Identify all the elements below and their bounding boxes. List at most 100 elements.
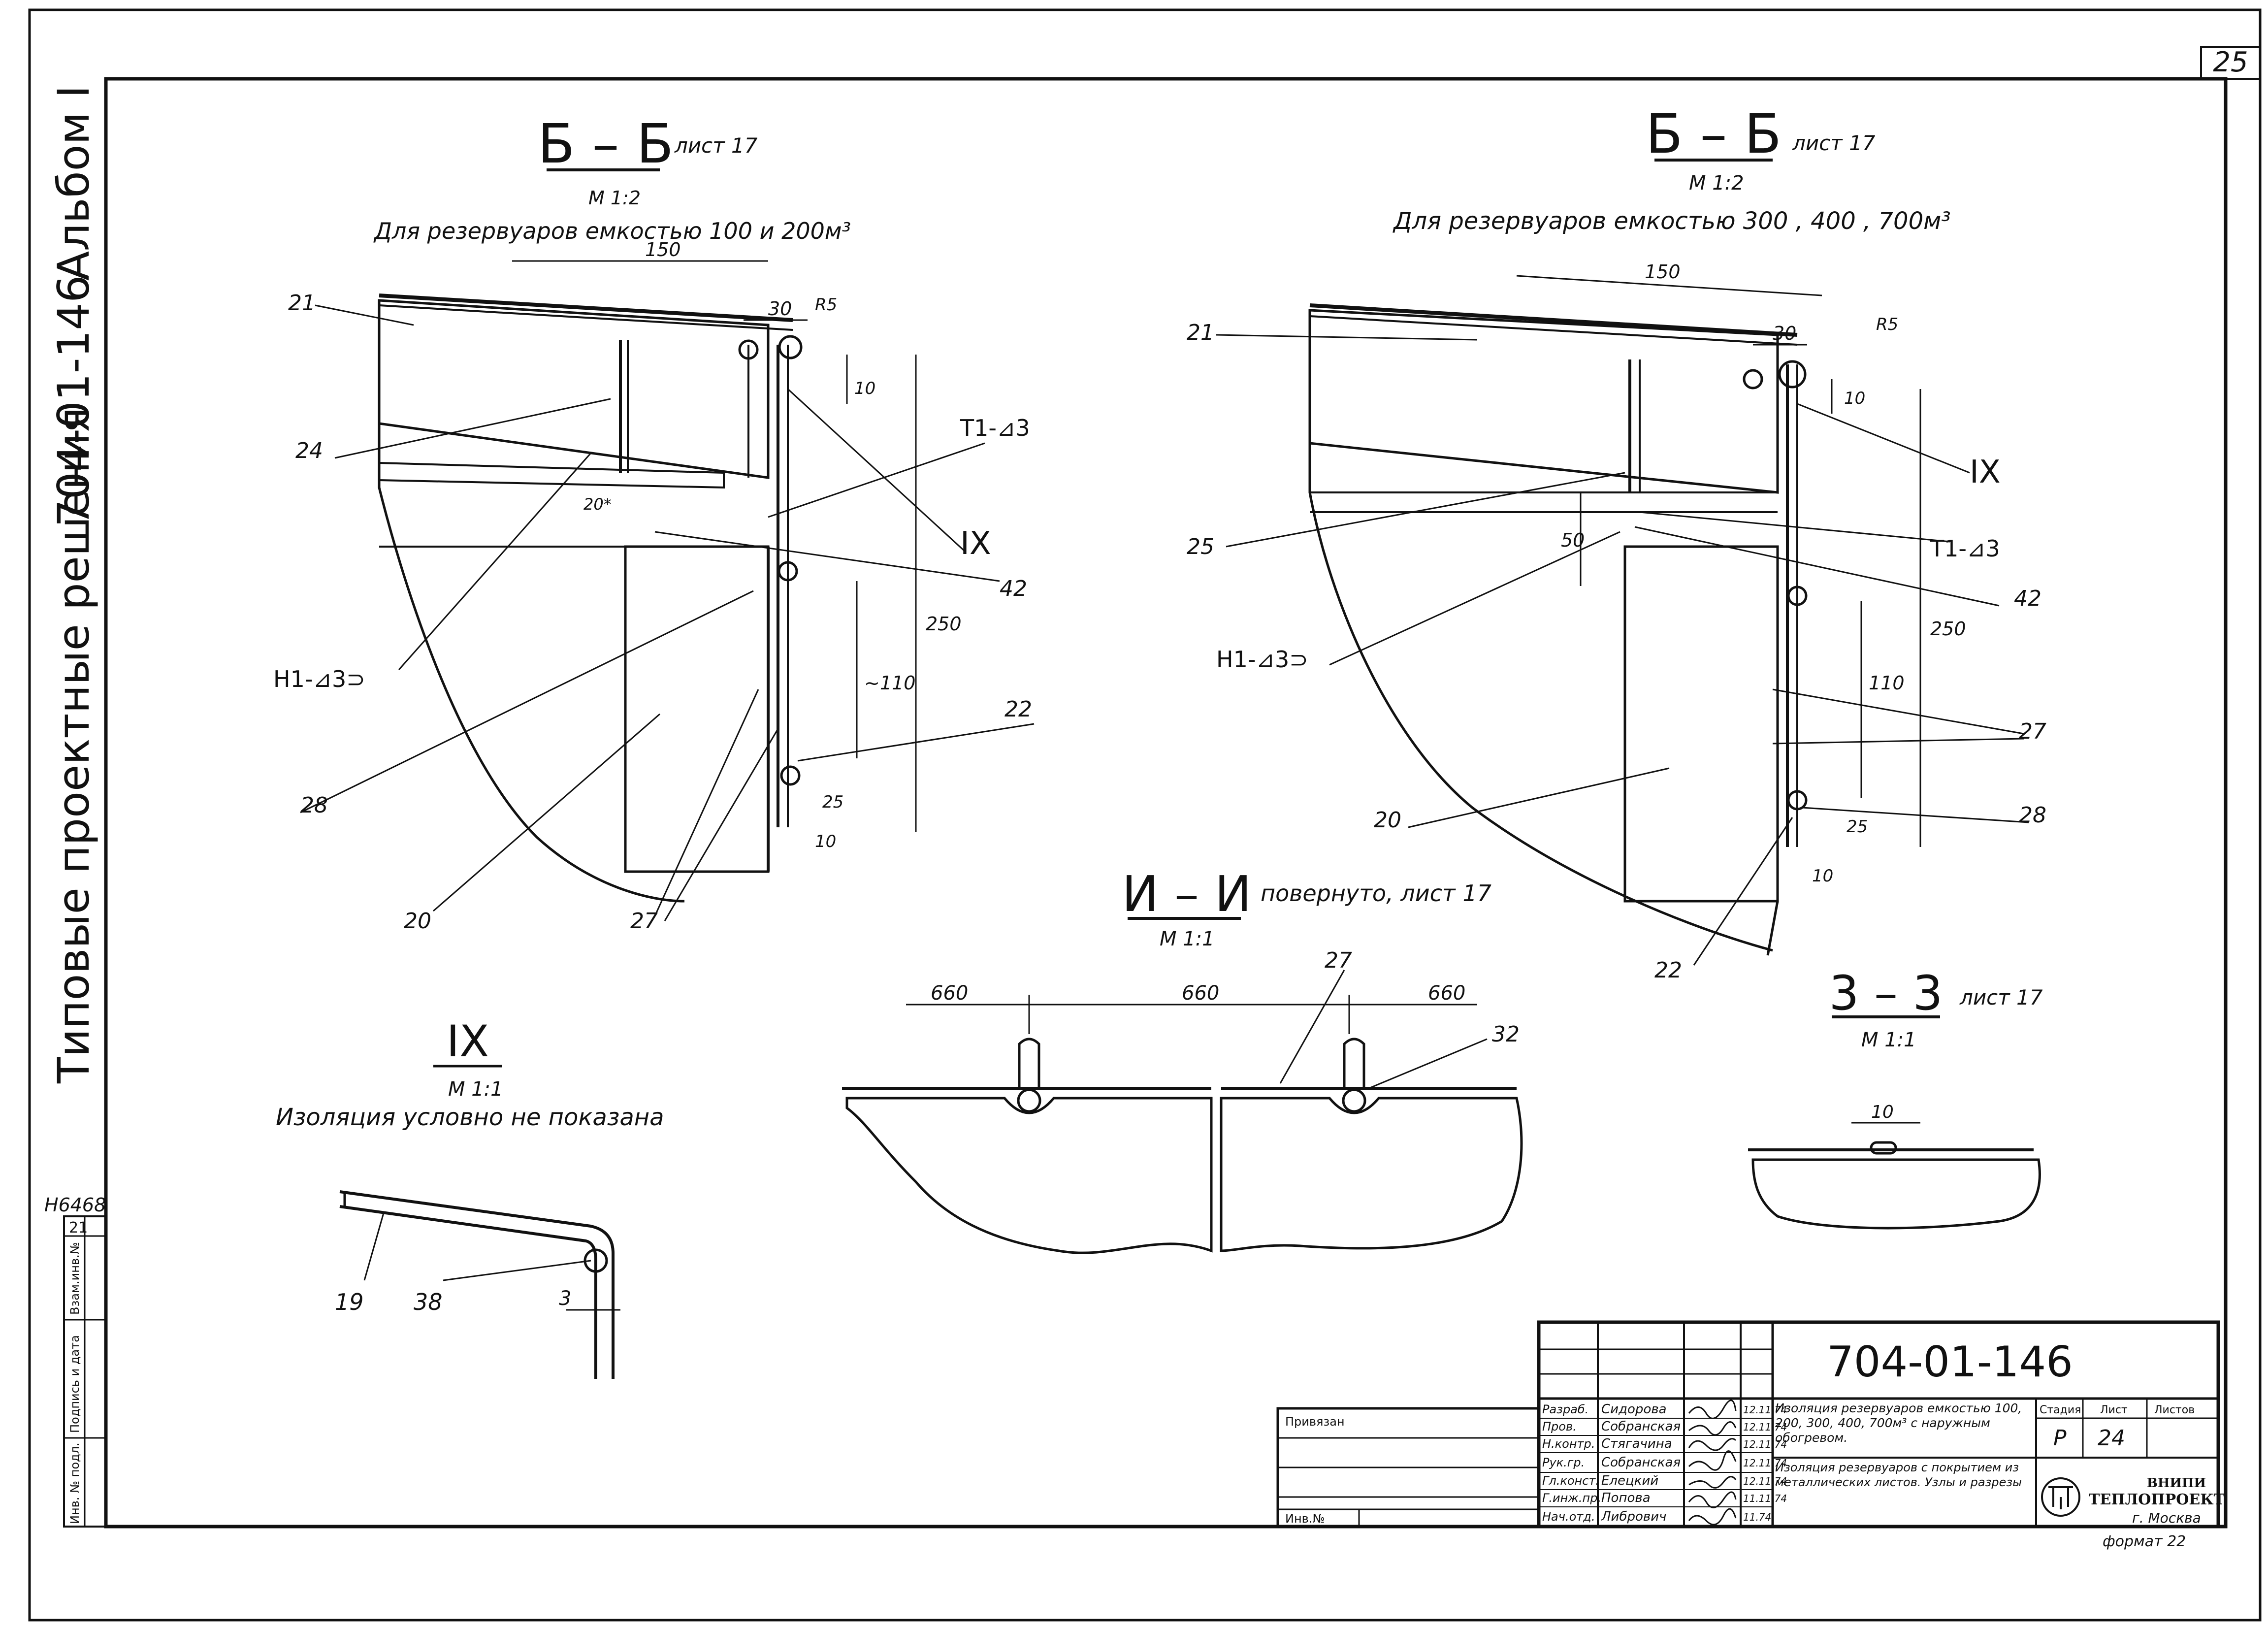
series-code: 704-01-146	[48, 275, 99, 527]
stage-label: Стадия	[2040, 1404, 2081, 1416]
section-bb-left-title: Б – Б	[538, 112, 674, 175]
label-right-22: 22	[1654, 958, 1682, 983]
section-33: 3 – 3 лист 17 М 1:1 10	[1748, 966, 2043, 1230]
sheet-value: 24	[2098, 1426, 2125, 1451]
dim-ii-660a: 660	[931, 982, 968, 1005]
label-ix-19: 19	[335, 1289, 364, 1315]
date-2: 12.11.74	[1743, 1438, 1787, 1450]
title-1-box: Изоляция резервуаров емкостью 100, 200, …	[1775, 1401, 2022, 1445]
section-ii-scale: М 1:1	[1160, 928, 1215, 950]
series-title-block: Типовые проектные решения 704-01-146 Аль…	[48, 85, 99, 1084]
dim-right-250: 250	[1930, 618, 1966, 640]
org-name-2: ТЕПЛОПРОЕКТ	[2089, 1491, 2225, 1508]
date-6: 11.74	[1743, 1511, 1771, 1523]
sheet-label: Лист	[2100, 1404, 2128, 1416]
name-6: Либрович	[1601, 1509, 1666, 1524]
role-4: Гл.конст.	[1542, 1474, 1599, 1488]
section-bb-left-caption: Для резервуаров емкостью 100 и 200м³	[373, 218, 851, 244]
label-left-20: 20	[404, 909, 431, 934]
label-left-28: 28	[300, 793, 328, 818]
inv-label: Инв.№	[1285, 1512, 1325, 1526]
title-block: Привязан Инв.№ 704-01-146 Разраб. Пров. …	[1276, 1320, 2225, 1550]
page-number: 25	[2213, 46, 2248, 78]
section-bb-right-sheetref: лист 17	[1792, 131, 1876, 155]
title-2-box: Изоляция резервуаров с покрытием из мета…	[1775, 1461, 2022, 1489]
section-bb-right: Б – Б лист 17 М 1:2 Для резервуаров емко…	[1187, 102, 2046, 983]
side-label-inv: Инв. № подл.	[68, 1442, 82, 1524]
dim-right-10a: 10	[1844, 389, 1865, 408]
date-3: 12.11.74	[1743, 1457, 1787, 1469]
section-33-title: 3 – 3	[1829, 966, 1943, 1021]
dim-left-25: 25	[822, 792, 843, 812]
label-left-24: 24	[295, 438, 323, 463]
format-label: формат 22	[2103, 1533, 2186, 1550]
role-2: Н.контр.	[1542, 1437, 1595, 1451]
name-5: Попова	[1601, 1491, 1651, 1505]
label-left-t1: Т1-⊿3	[960, 415, 1030, 441]
org-city: г. Москва	[2132, 1510, 2201, 1526]
label-right-27: 27	[2019, 719, 2046, 744]
role-1: Пров.	[1542, 1420, 1577, 1433]
label-right-20: 20	[1374, 808, 1401, 833]
role-3: Рук.гр.	[1542, 1456, 1585, 1469]
dim-right-25: 25	[1847, 817, 1868, 837]
side-num: 21	[69, 1219, 88, 1237]
detail-ix-note: Изоляция условно не показана	[276, 1104, 664, 1131]
dim-right-r5: R5	[1876, 315, 1898, 334]
name-3: Собранская	[1601, 1455, 1681, 1470]
section-ii-note: повернуто, лист 17	[1261, 880, 1491, 907]
section-bb-right-caption: Для резервуаров емкостью 300 , 400 , 700…	[1393, 207, 1951, 235]
label-left-27: 27	[630, 909, 658, 934]
dim-left-10b: 10	[815, 832, 836, 851]
dim-left-250: 250	[926, 613, 962, 635]
role-0: Разраб.	[1542, 1402, 1588, 1416]
name-1: Собранская	[1601, 1419, 1681, 1434]
stage-value: Р	[2053, 1426, 2067, 1451]
dim-right-10b: 10	[1812, 866, 1833, 886]
label-right-28: 28	[2019, 803, 2046, 828]
privyazan-label: Привязан	[1285, 1415, 1345, 1429]
date-4: 12.11.74	[1743, 1475, 1787, 1487]
label-ii-27: 27	[1325, 948, 1352, 973]
section-bb-right-title: Б – Б	[1646, 102, 1782, 165]
name-2: Стягачина	[1601, 1436, 1672, 1451]
label-left-42: 42	[1000, 576, 1027, 601]
title-2: Изоляция резервуаров с покрытием из мета…	[1775, 1461, 2022, 1489]
label-ix-3: 3	[559, 1287, 571, 1310]
section-bb-right-scale: М 1:2	[1689, 172, 1744, 195]
date-1: 12.11.74	[1743, 1421, 1787, 1433]
dim-left-150: 150	[645, 239, 681, 260]
album-label: Альбом I	[48, 85, 99, 281]
section-bb-left: Б – Б лист 17 М 1:2 Для резервуаров емко…	[273, 112, 1035, 934]
label-left-h1: Н1-⊿3⊃	[273, 666, 365, 692]
side-stamp-number: Н6468	[44, 1194, 106, 1216]
name-4: Елецкий	[1601, 1473, 1658, 1488]
dim-ii-660c: 660	[1428, 982, 1465, 1005]
org-logo-icon	[2041, 1477, 2080, 1517]
section-33-sheetref: лист 17	[1959, 985, 2043, 1009]
name-0: Сидорова	[1601, 1402, 1667, 1417]
role-6: Нач.отд.	[1542, 1510, 1595, 1524]
dim-left-10a: 10	[854, 379, 875, 398]
label-right-25: 25	[1187, 534, 1214, 559]
label-ix-38: 38	[414, 1289, 443, 1315]
title-1: Изоляция резервуаров емкостью 100, 200, …	[1775, 1401, 2022, 1445]
sheets-label: Листов	[2154, 1404, 2195, 1416]
sheet-frame	[28, 8, 2262, 1622]
date-0: 12.11.74	[1743, 1404, 1787, 1416]
series-title: Типовые проектные решения	[48, 407, 99, 1084]
section-ii-title: И – И	[1122, 865, 1251, 923]
dim-ii-660b: 660	[1182, 982, 1219, 1005]
dim-left-30: 30	[768, 298, 792, 320]
dim-right-30: 30	[1773, 323, 1796, 344]
section-bb-left-sheetref: лист 17	[674, 133, 758, 158]
detail-ix-scale: М 1:1	[448, 1078, 503, 1101]
dim-right-50: 50	[1561, 529, 1585, 551]
dim-left-r5: R5	[815, 295, 837, 315]
label-left-21: 21	[288, 291, 316, 316]
label-right-ix: IX	[1970, 454, 2001, 490]
detail-ix-title: IX	[447, 1016, 489, 1067]
label-right-42: 42	[2014, 586, 2041, 611]
label-right-h1: Н1-⊿3⊃	[1216, 646, 1308, 673]
